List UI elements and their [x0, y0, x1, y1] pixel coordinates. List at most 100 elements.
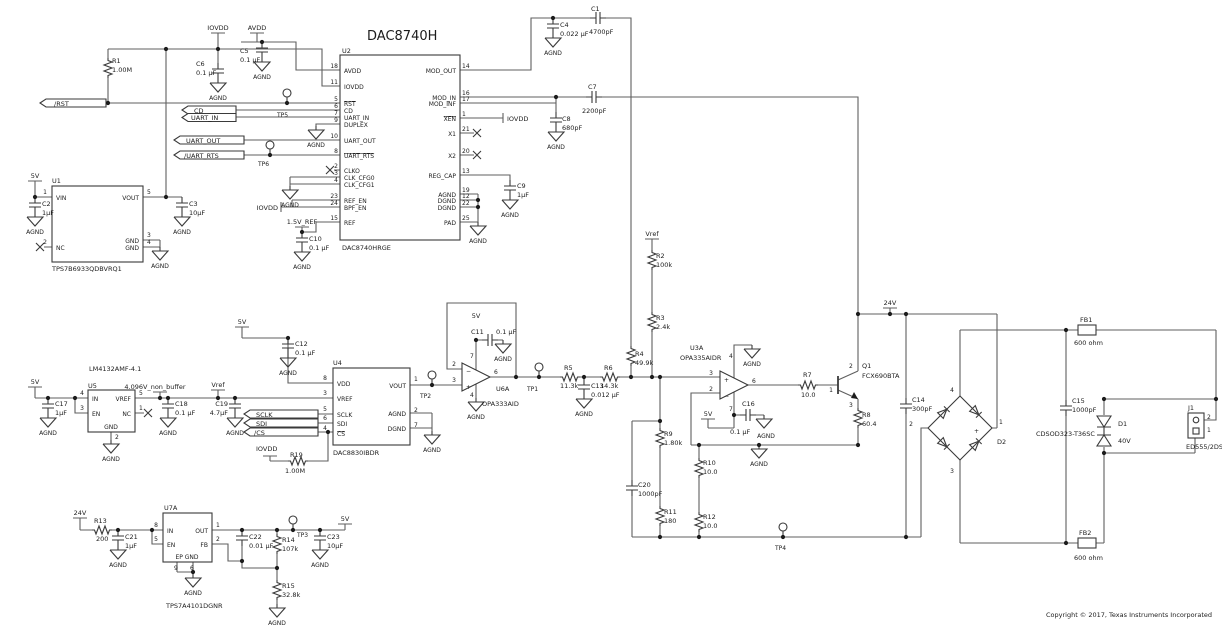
label-11-54: 11	[330, 79, 338, 86]
label-vref-151: VREF	[337, 396, 353, 403]
label-5v-95: 5V	[31, 172, 40, 180]
label-0-1-f-170: 0.1 µF	[496, 328, 517, 336]
junction-dot	[513, 374, 519, 380]
label-10-0-224: 10.0	[703, 468, 717, 476]
label-tp3-276: TP3	[296, 532, 308, 539]
label-agnd-166: AGND	[423, 447, 441, 454]
label-c2-96: C2	[42, 200, 51, 208]
label-agnd-87: AGND	[547, 144, 565, 151]
agnd-symbol	[293, 247, 311, 262]
flag-cd: CD	[194, 107, 204, 115]
junction-dot	[696, 534, 702, 540]
capacitor-symbol	[313, 529, 327, 547]
label-25-77: 25	[462, 215, 470, 222]
junction-dot	[232, 395, 238, 401]
junction-dot	[165, 395, 171, 401]
capacitor-symbol	[739, 408, 757, 422]
label-c9-89: C9	[517, 182, 526, 190]
junction-dot	[887, 311, 893, 317]
flag-sdi: SDI	[256, 420, 267, 428]
junction-dot	[1063, 540, 1069, 546]
label-sdi-153: SDI	[337, 421, 347, 428]
label-6-178: 6	[494, 369, 498, 376]
junction-dot	[259, 39, 265, 45]
label-c5-8: C5	[240, 47, 249, 55]
capacitor-symbol	[549, 111, 563, 129]
label-agnd-149: AGND	[279, 370, 297, 377]
label-r9-221: R9	[664, 430, 673, 438]
label-rst-30: RST	[344, 101, 356, 108]
label-agnd-187: AGND	[575, 411, 593, 418]
junction-dot	[649, 374, 655, 380]
label-600-ohm-245: 600 ohm	[1074, 339, 1103, 347]
page-title: DAC8740H	[367, 29, 437, 44]
capacitor-symbol	[589, 11, 607, 25]
label-iovdd-21: IOVDD	[257, 204, 278, 212]
label---238: +	[974, 428, 979, 435]
resistor-symbol	[626, 345, 636, 367]
label-c19-135: C19	[215, 400, 228, 408]
copyright: Copyright © 2017, Texas Instruments Inco…	[1046, 611, 1212, 619]
label-13-73: 13	[462, 168, 470, 175]
label-r3-195: R3	[656, 314, 665, 322]
label-agnd-91: AGND	[501, 212, 519, 219]
label-bpf-en-40: BPF_EN	[344, 205, 366, 212]
label-c17-116: C17	[55, 400, 68, 408]
label-dgnd-50: DGND	[438, 198, 457, 205]
label-r19-142: R19	[290, 451, 303, 459]
u5-part: LM4132AMF-4.1	[89, 365, 141, 373]
label-c18-131: C18	[175, 400, 188, 408]
agnd-symbol	[184, 573, 202, 588]
label-100k-194: 100k	[656, 261, 672, 269]
agnd-symbol	[159, 413, 177, 428]
label-4-162: 4	[323, 425, 327, 432]
u7a-refdes: U7A	[164, 504, 178, 512]
label-r12-227: R12	[703, 513, 716, 521]
label-cd-31: CD	[344, 108, 353, 115]
label-1-127: 1	[139, 405, 143, 412]
label-r7-211: R7	[803, 371, 812, 379]
capacitor-symbol	[577, 378, 591, 396]
opamp-u6a	[461, 362, 492, 392]
agnd-symbol	[268, 603, 286, 618]
resistor-symbol	[647, 311, 657, 333]
label-4-124: 4	[80, 390, 84, 397]
label-nc-100: NC	[56, 245, 65, 252]
capacitor-symbol	[235, 529, 249, 547]
junction-dot	[628, 374, 634, 380]
label-5v-146: 5V	[238, 318, 247, 326]
netflag-sclk	[243, 409, 319, 419]
junction-dot	[239, 527, 245, 533]
label-agnd-98: AGND	[26, 229, 44, 236]
label-tp5-17: TP5	[276, 112, 288, 119]
label-2-4k-196: 2.4k	[656, 323, 670, 331]
agnd-symbol	[281, 185, 299, 200]
flag-uart-rts: /UART_RTS	[184, 152, 219, 160]
label-9-271: 9	[174, 565, 178, 572]
label-3-217: 3	[849, 402, 853, 409]
label-c12-147: C12	[295, 340, 308, 348]
tvs-d1	[1095, 415, 1113, 447]
ferrite-fb2	[1077, 537, 1097, 549]
resistor-symbol	[91, 525, 113, 535]
label-vout-101: VOUT	[122, 195, 139, 202]
u1-refdes: U1	[52, 177, 61, 185]
agnd-symbol	[494, 339, 512, 354]
junction-dot	[163, 194, 169, 200]
d2-part: CDSOD323-T36SC	[1036, 430, 1095, 438]
label-2-128: 2	[115, 434, 119, 441]
resistor-symbol	[272, 533, 282, 555]
u7a-part: TPS7A4101DGNR	[165, 602, 223, 610]
junction-dot	[239, 558, 245, 564]
agnd-symbol	[151, 246, 169, 261]
netflag-cs	[243, 427, 319, 437]
label-dgnd-51: DGND	[438, 205, 457, 212]
label-agnd-10: AGND	[253, 74, 271, 81]
resistor-symbol	[559, 372, 581, 382]
label-agnd-137: AGND	[226, 430, 244, 437]
label-10-0-228: 10.0	[703, 522, 717, 530]
label-2-164: 2	[414, 407, 418, 414]
label-14-3k-189: 14.3k	[600, 382, 618, 390]
label-0-1-f-209: 0.1 µF	[730, 428, 751, 436]
label-15-66: 15	[330, 215, 338, 222]
